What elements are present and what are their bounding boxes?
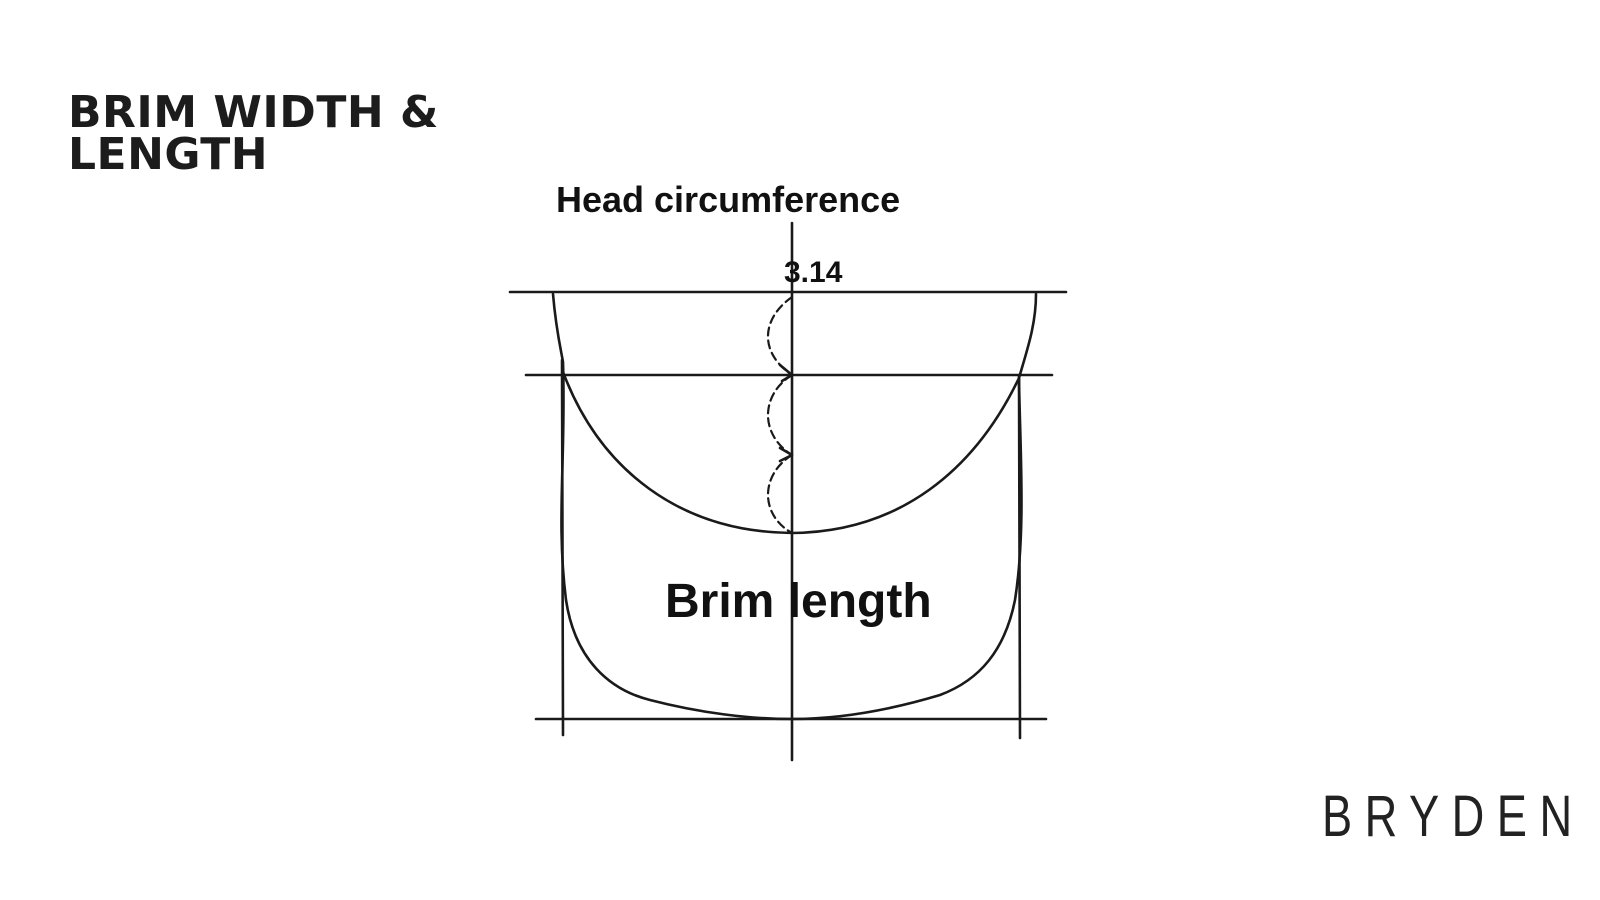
brim-length-label: Brim length (665, 575, 932, 628)
arrow-tick-1 (778, 363, 794, 383)
arrow-tick-2 (778, 446, 794, 463)
outer-brim-curve (551, 292, 1038, 721)
head-circumference-label: Head circumference (556, 179, 900, 220)
slide-title: BRIM WIDTH & LENGTH (68, 87, 439, 180)
slide-title-line-1: BRIM WIDTH & (68, 87, 439, 138)
divisor-label: 3.14 (784, 256, 843, 289)
measure-arcs (766, 295, 794, 535)
slide-title-line-2: LENGTH (68, 129, 269, 180)
bryden-logo: BRYDEN (1322, 784, 1585, 849)
